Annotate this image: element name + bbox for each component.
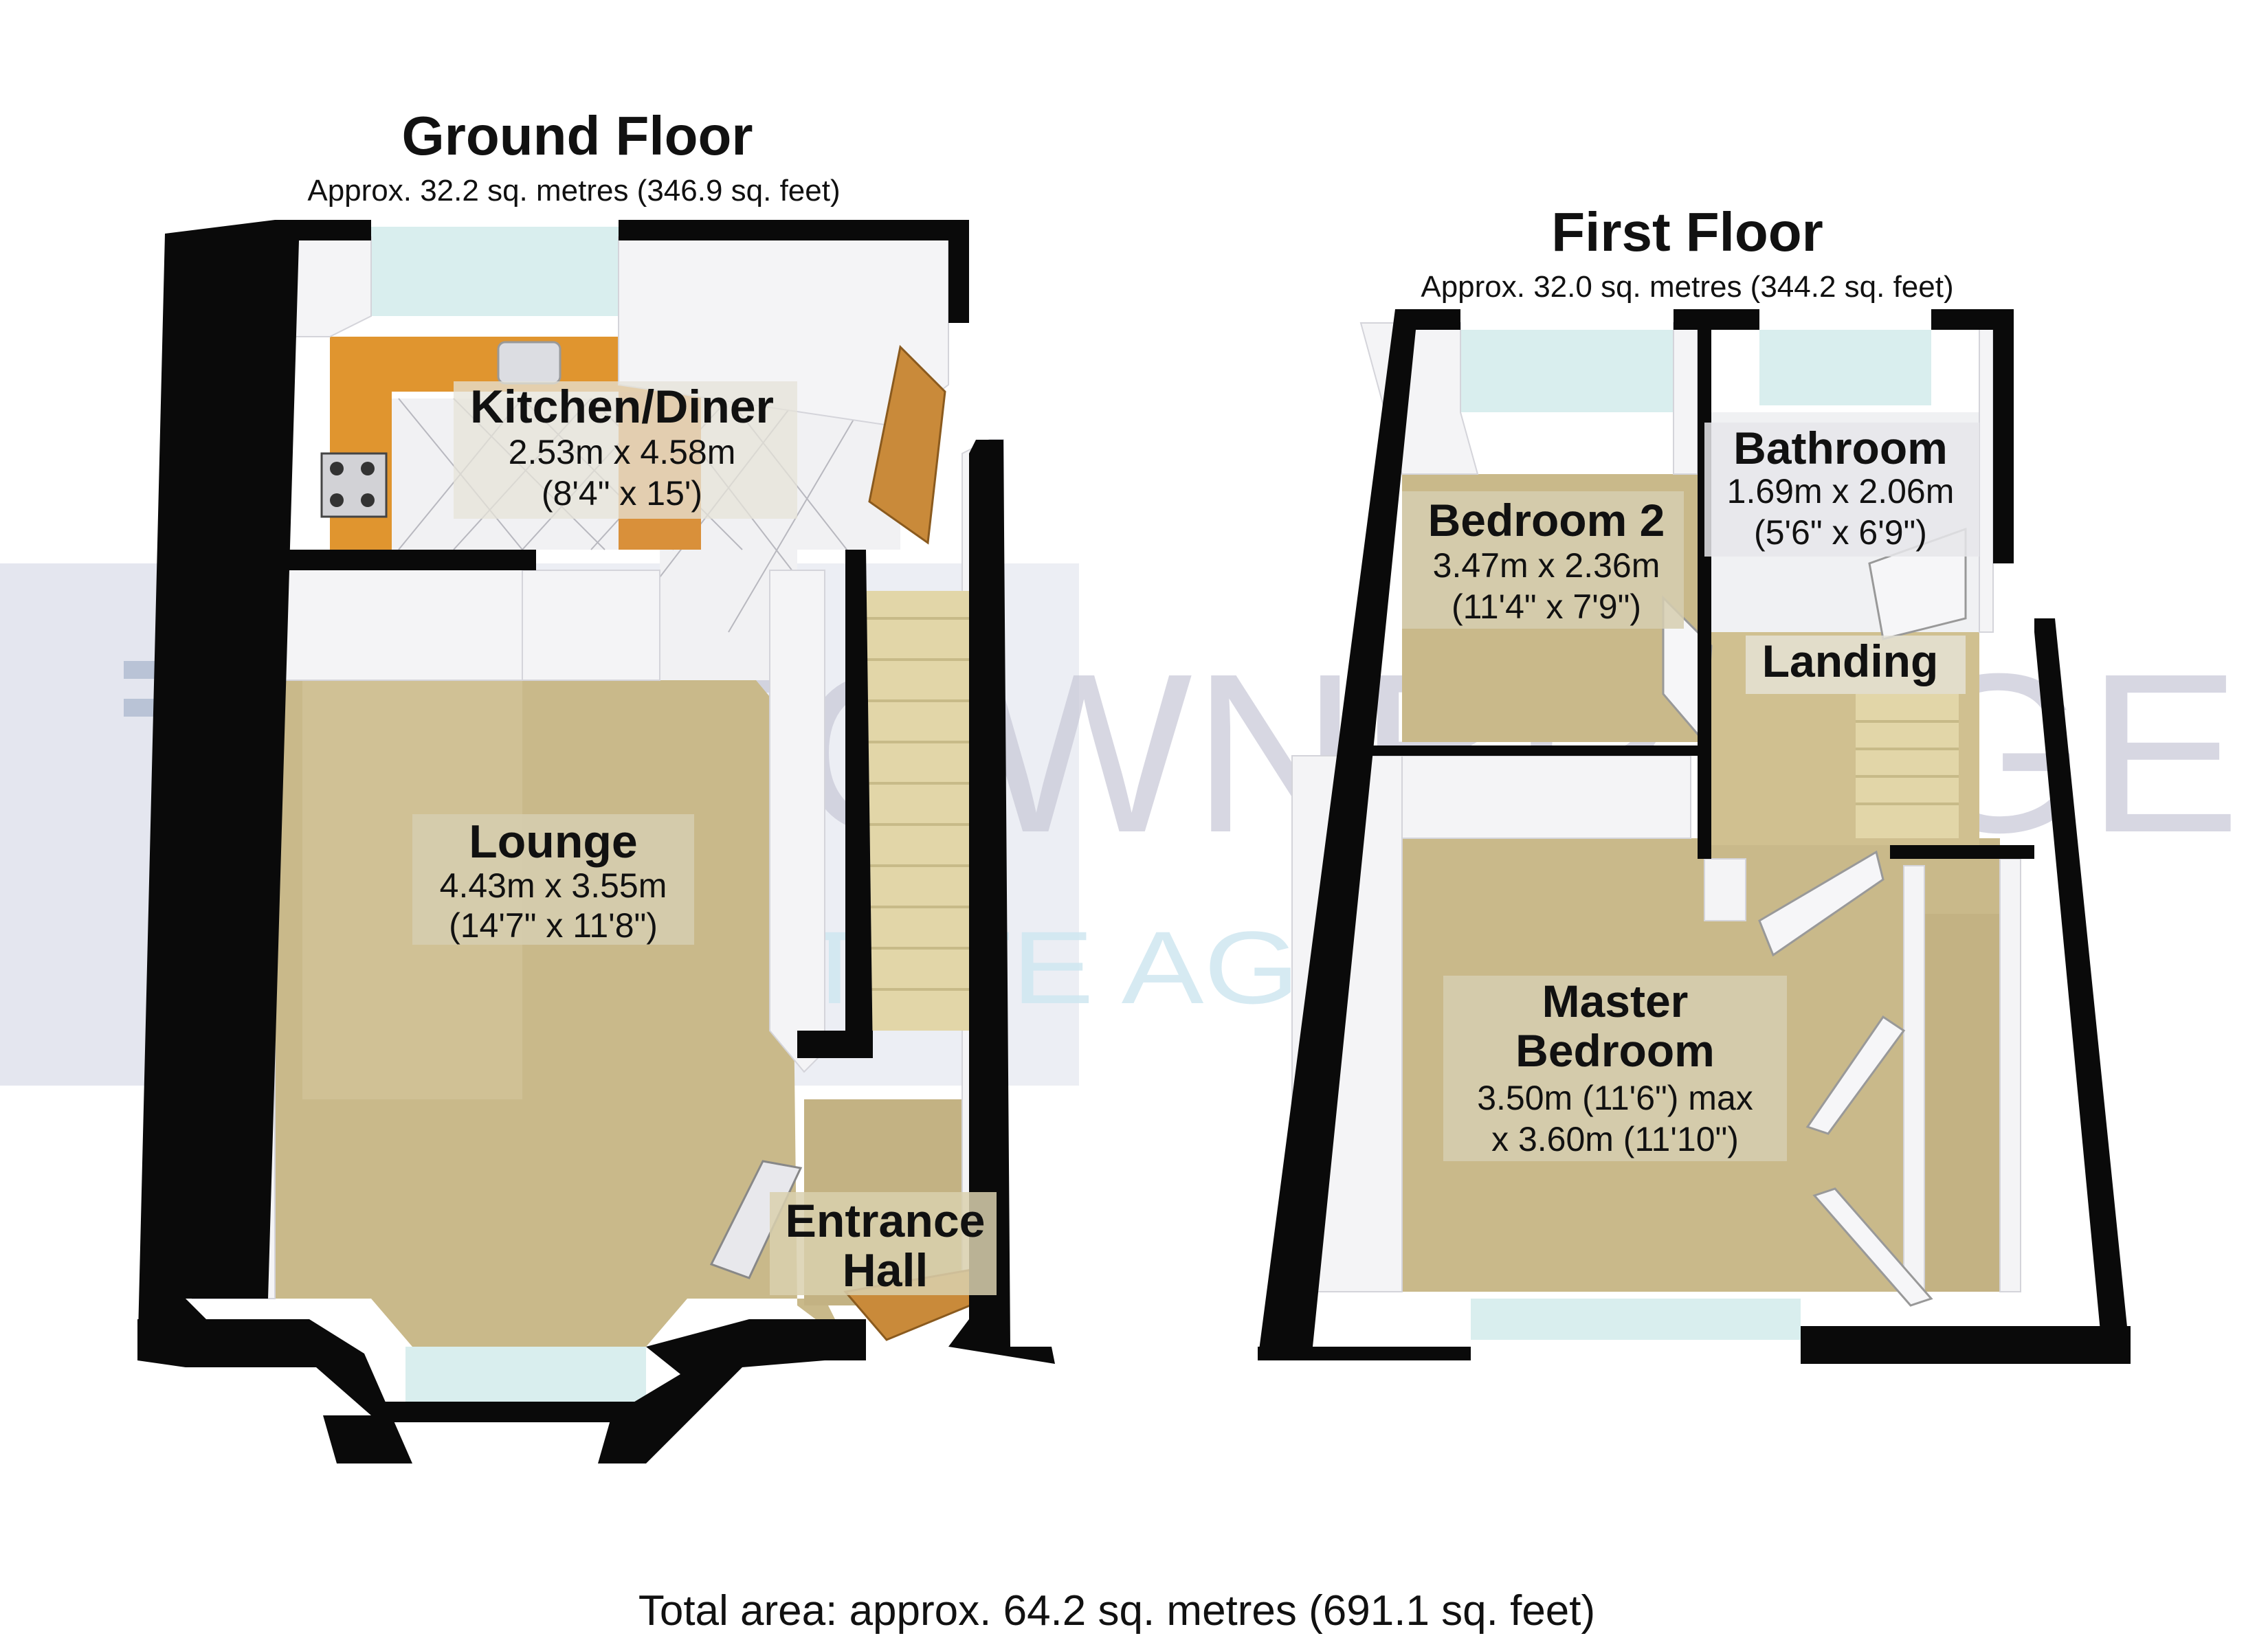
hob-icon <box>320 452 388 518</box>
kitchen-window <box>371 227 619 316</box>
master-door-icon <box>1758 850 1885 957</box>
master-dim-line2: x 3.60m (11'10") <box>1491 1120 1739 1158</box>
sink-icon <box>497 341 562 385</box>
bedroom2-dim-metric: 3.47m x 2.36m <box>1433 546 1660 585</box>
total-area: Total area: approx. 64.2 sq. metres (691… <box>638 1587 1595 1635</box>
kitchen-label-plate <box>454 381 797 519</box>
landing-name: Landing <box>1762 636 1939 686</box>
bathroom-dim-imperial: (5'6" x 6'9") <box>1754 513 1927 552</box>
kitchen-dim-imperial: (8'4" x 15') <box>542 474 702 513</box>
ground-outer-walls <box>137 220 1055 1463</box>
master-name-line2: Bedroom <box>1515 1025 1715 1076</box>
ground-floor-plan: Ground Floor Approx. 32.2 sq. metres (34… <box>137 105 1055 1463</box>
lounge-dim-imperial: (14'7" x 11'8") <box>449 906 658 945</box>
lounge-label-plate <box>412 814 694 945</box>
first-outer-walls <box>1258 309 2131 1364</box>
lounge-dim-metric: 4.43m x 3.55m <box>440 866 667 905</box>
radiator-icon <box>709 1160 803 1279</box>
kitchen-back-door-icon <box>868 344 946 545</box>
master-closet-floor <box>1904 914 2007 1292</box>
bedroom2-label-plate <box>1402 491 1684 629</box>
hall-name-line1: Entrance <box>786 1195 986 1247</box>
bathroom-label-plate <box>1704 423 1979 557</box>
kitchen-name: Kitchen/Diner <box>470 381 774 433</box>
bathroom-window <box>1759 330 1931 405</box>
hall-label-plate <box>770 1192 997 1295</box>
master-window <box>1471 1299 1801 1340</box>
master-name-line1: Master <box>1542 976 1689 1027</box>
bathroom-dim-metric: 1.69m x 2.06m <box>1727 472 1955 511</box>
closet-door-upper-icon <box>1805 1015 1906 1135</box>
first-floor-title: First Floor <box>1551 201 1823 262</box>
bedroom2-window <box>1460 330 1674 412</box>
first-floor-plan: First Floor Approx. 32.0 sq. metres (344… <box>1258 201 2131 1364</box>
ground-floor-title: Ground Floor <box>401 105 753 166</box>
bathroom-name: Bathroom <box>1733 423 1948 473</box>
landing-label-plate <box>1746 636 1966 694</box>
first-floor-stairs <box>1856 694 1959 838</box>
ground-floor-area: Approx. 32.2 sq. metres (346.9 sq. feet) <box>307 174 840 207</box>
ground-stairs <box>859 591 990 1031</box>
hall-name-line2: Hall <box>843 1244 929 1297</box>
lounge-name: Lounge <box>469 816 638 868</box>
closet-door-lower-icon <box>1812 1187 1933 1307</box>
bedroom2-dim-imperial: (11'4" x 7'9") <box>1452 587 1641 626</box>
first-floor-area: Approx. 32.0 sq. metres (344.2 sq. feet) <box>1421 270 1953 304</box>
bedroom2-name: Bedroom 2 <box>1428 495 1665 546</box>
master-dim-line1: 3.50m (11'6") max <box>1477 1079 1753 1117</box>
master-label-plate <box>1443 976 1787 1161</box>
kitchen-dim-metric: 2.53m x 4.58m <box>509 433 736 471</box>
